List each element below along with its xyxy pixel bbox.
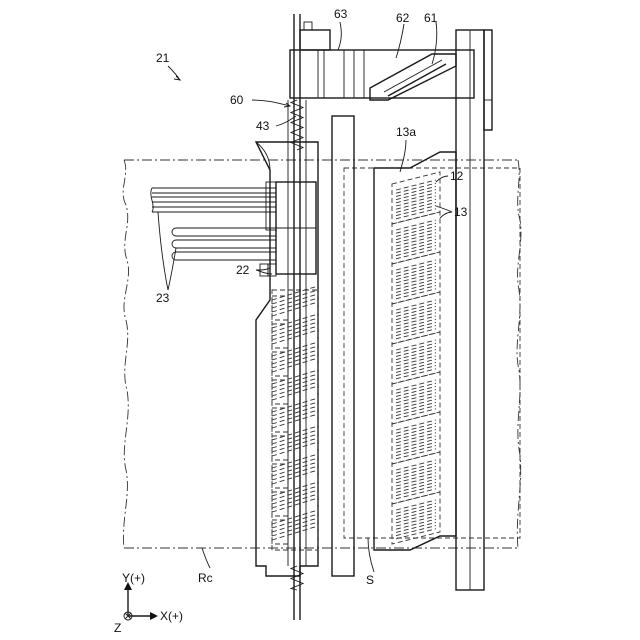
top-bracket — [290, 22, 474, 98]
guide-rail — [332, 116, 354, 576]
right-head-array — [392, 172, 440, 544]
y-axis-label: Y(+) — [122, 571, 145, 585]
label-60: 60 — [230, 93, 244, 107]
cable-bundle-upper — [151, 188, 276, 212]
left-head-module — [272, 482, 318, 516]
x-axis-label: X(+) — [160, 609, 183, 623]
label-rc: Rc — [198, 571, 213, 585]
label-22: 22 — [236, 263, 250, 277]
label-13a: 13a — [396, 125, 416, 139]
label-63: 63 — [334, 7, 348, 21]
right-head-module — [392, 292, 440, 344]
left-head-module — [272, 454, 318, 488]
right-head-module — [392, 212, 440, 264]
left-head-module — [272, 510, 318, 544]
region-s-outline — [344, 168, 520, 538]
left-head-module — [272, 286, 318, 320]
left-head-array — [272, 286, 318, 550]
label-23: 23 — [156, 291, 170, 305]
label-13: 13 — [454, 205, 468, 219]
right-head-module — [392, 492, 440, 544]
label-12: 12 — [450, 169, 464, 183]
right-head-module — [392, 332, 440, 384]
label-62: 62 — [396, 11, 410, 25]
left-head-module — [272, 370, 318, 404]
left-head-module — [272, 426, 318, 460]
connector-inner — [266, 182, 276, 230]
slanted-slot — [370, 54, 456, 100]
right-frame — [456, 30, 492, 590]
left-head-module — [272, 342, 318, 376]
coordinate-axes: Y(+) X(+) Z — [114, 571, 183, 635]
label-61: 61 — [424, 11, 438, 25]
z-axis-label: Z — [114, 621, 121, 635]
spring-bottom — [291, 566, 303, 590]
left-head-module — [272, 398, 318, 432]
right-head-module — [392, 252, 440, 304]
label-43: 43 — [256, 119, 270, 133]
cable-bundle-lower — [172, 228, 276, 260]
right-head-body — [374, 152, 456, 550]
spring-coil-bottom — [291, 566, 303, 590]
right-head-module — [392, 172, 440, 224]
label-21: 21 — [156, 51, 170, 65]
right-head-module — [392, 412, 440, 464]
right-head-module — [392, 452, 440, 504]
label-s: S — [366, 573, 374, 587]
x-arrowhead — [150, 612, 158, 620]
right-head-module — [392, 372, 440, 424]
left-head-module — [272, 314, 318, 348]
